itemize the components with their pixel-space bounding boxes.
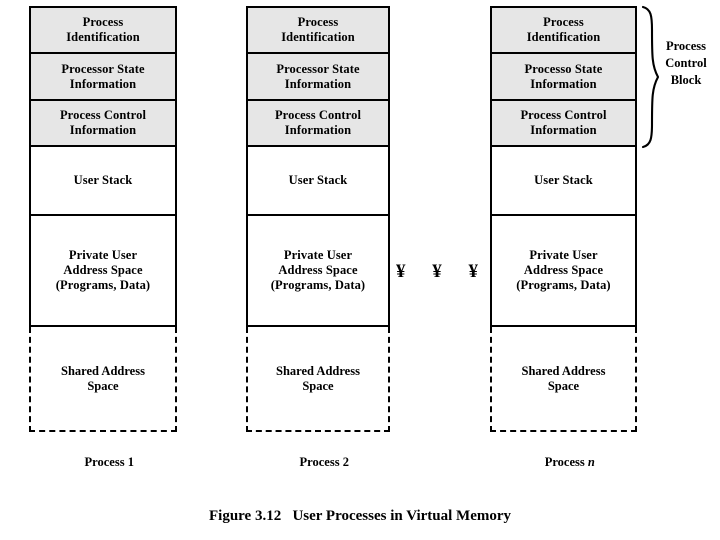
pcb-annotation-line-1: Process	[665, 39, 707, 53]
ellipsis-glyph: ¥	[396, 261, 406, 282]
memory-block-user-stack: User Stack	[490, 145, 637, 214]
process-caption-italic: n	[587, 455, 595, 469]
process-caption-text: Process 1	[84, 455, 134, 469]
process-caption-process-n: Process n	[490, 440, 637, 485]
process-caption-text: Process	[544, 455, 588, 469]
continuation-ellipsis: ¥ ¥ ¥	[396, 262, 478, 281]
curly-brace-icon	[641, 4, 659, 150]
process-caption-process-1: Process 1	[29, 440, 177, 485]
process-caption-process-2: Process 2	[246, 440, 390, 485]
memory-block-label: User Stack	[288, 173, 348, 188]
pcb-annotation-line-2: Control	[665, 55, 707, 70]
figure-caption: Figure 3.12 User Processes in Virtual Me…	[208, 508, 512, 524]
memory-block-label: User Stack	[73, 173, 133, 188]
pcb-annotation-line-3: Block	[670, 72, 702, 87]
memory-block-label: User Stack	[534, 173, 593, 188]
process-caption-text: Process 2	[299, 455, 349, 469]
memory-block-user-stack: User Stack	[246, 145, 390, 214]
ellipsis-glyph: ¥	[432, 261, 442, 282]
ellipsis-glyph: ¥	[468, 261, 479, 282]
memory-block-user-stack: User Stack	[29, 145, 177, 214]
process-control-block-annotation: Process Control Block	[655, 38, 717, 89]
